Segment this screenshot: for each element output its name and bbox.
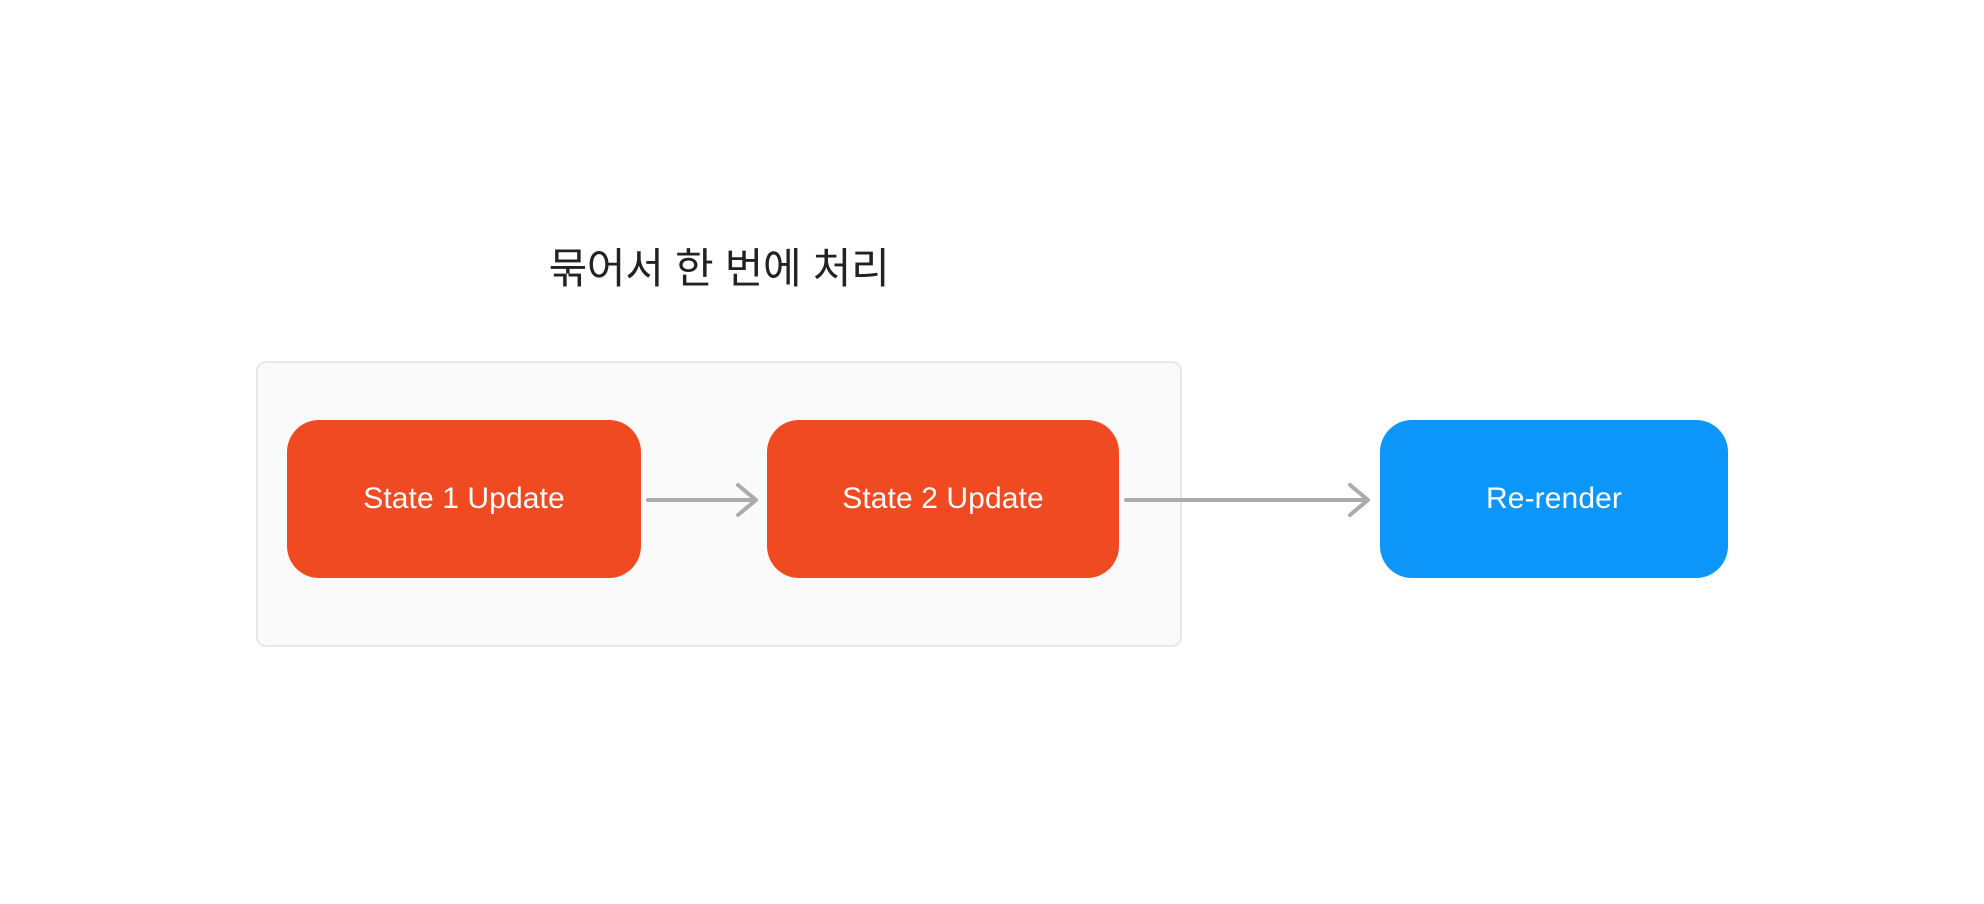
edge-state2-to-rerender (1124, 483, 1370, 517)
edge-state2-to-rerender-arrowhead-icon (1348, 483, 1370, 517)
edge-state1-to-state2-arrowhead-icon (736, 483, 758, 517)
node-re-render-label: Re-render (1486, 482, 1622, 515)
node-state-1-update[interactable]: State 1 Update (287, 420, 641, 578)
node-state-1-update-label: State 1 Update (363, 482, 565, 515)
node-state-2-update-label: State 2 Update (842, 482, 1044, 515)
edge-state1-to-state2 (646, 483, 758, 517)
node-re-render[interactable]: Re-render (1380, 420, 1728, 578)
subgraph-title: 묶어서 한 번에 처리 (548, 245, 890, 292)
node-state-2-update[interactable]: State 2 Update (767, 420, 1119, 578)
